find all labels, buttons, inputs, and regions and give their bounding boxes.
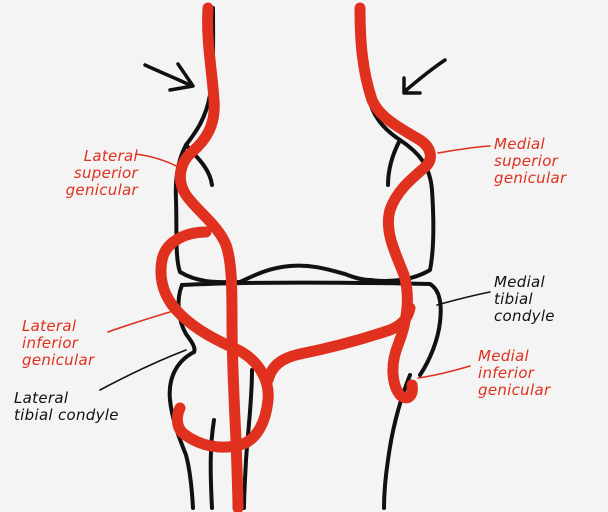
medial-condyle-curve <box>388 140 400 185</box>
label-medial-tibial-condyle: Medial tibial condyle <box>494 274 594 325</box>
label-medial-superior-genicular: Medial superior genicular <box>494 136 594 187</box>
leader-lateral-inferior <box>108 312 170 332</box>
label-lateral-inferior-genicular: Lateral inferior genicular <box>22 318 112 369</box>
label-lateral-tibial-condyle: Lateral tibial condyle <box>14 390 144 424</box>
femoral-notch <box>240 266 370 282</box>
right-arrow <box>404 60 445 93</box>
leader-lateral-superior <box>136 154 178 167</box>
label-lateral-superior-genicular: Lateral superior genicular <box>58 148 138 199</box>
label-medial-inferior-genicular: Medial inferior genicular <box>478 348 588 399</box>
leader-medial-tibial-condyle <box>437 292 490 305</box>
fibula-inner <box>211 420 214 508</box>
leader-medial-superior <box>438 146 490 153</box>
left-arrow <box>145 64 193 90</box>
